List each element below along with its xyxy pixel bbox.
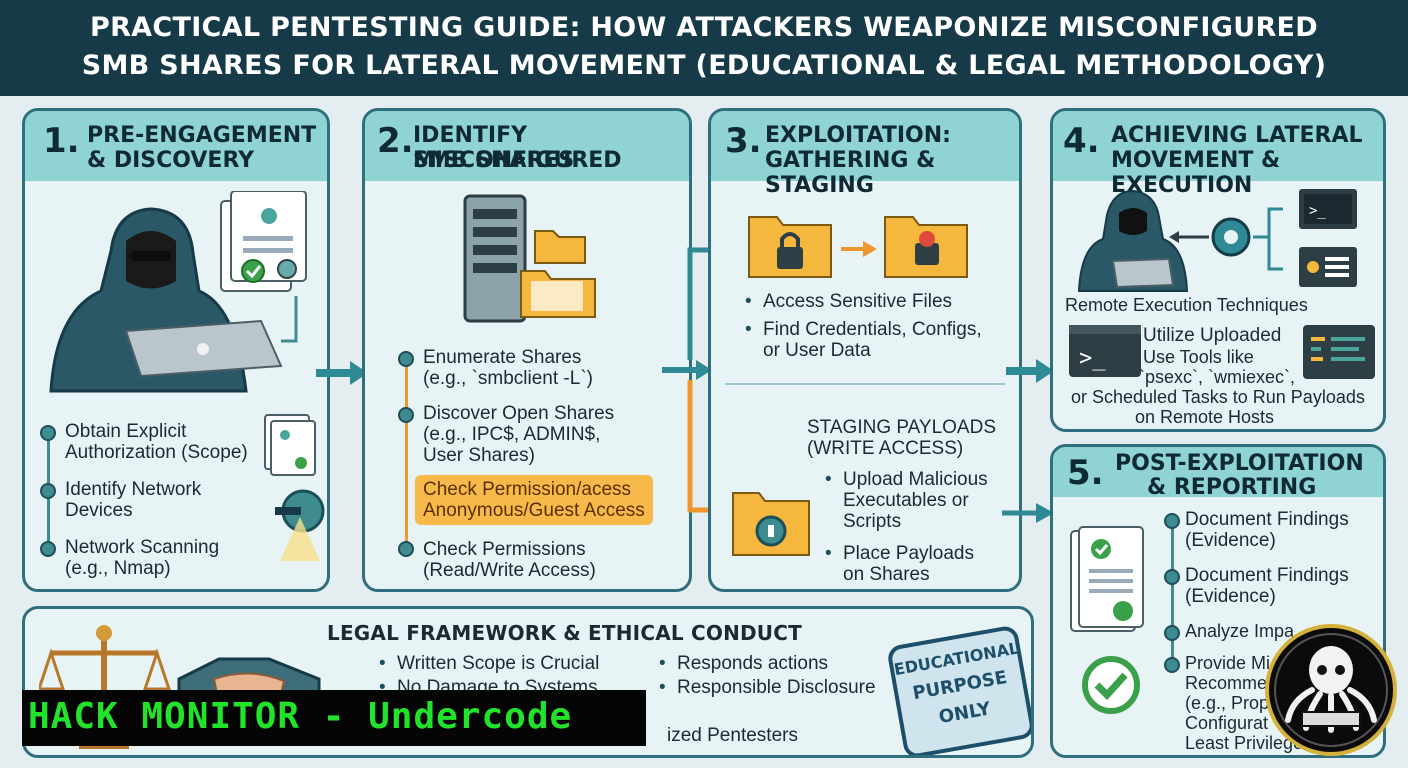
step-4-body-line-3: `psexc`, `wmiexec`, <box>1139 367 1296 387</box>
panel-1-header <box>25 111 327 181</box>
step-2-bullet-3 <box>398 541 414 557</box>
step-5-item-2: Document Findings (Evidence) <box>1185 565 1349 607</box>
step-1-bullet-3 <box>40 541 56 557</box>
step-1-item-1: Obtain Explicit Authorization (Scope) <box>65 421 248 463</box>
step-4-body-line-4: or Scheduled Tasks to Run Payloads <box>1071 387 1365 407</box>
step-1-title-line-2: & DISCOVERY <box>87 148 255 173</box>
step-3-divider <box>725 383 1005 385</box>
panel-exploitation: 3. EXPLOITATION: GATHERING & STAGING Acc… <box>708 108 1022 592</box>
step-4-caption: Remote Execution Techniques <box>1065 295 1308 315</box>
staging-item-1: Upload Malicious Executables or Scripts <box>825 469 988 532</box>
step-3-title-line-1: EXPLOITATION: <box>765 123 951 148</box>
terminal-icon: >_ <box>1069 325 1141 377</box>
permission-highlight-box: Check Permission/acess Anonymous/Guest A… <box>415 475 653 525</box>
step-number-4: 4. <box>1063 121 1100 161</box>
server-folder-icon <box>463 194 596 323</box>
arrow-step-1-to-2 <box>316 361 368 385</box>
panel-4-header <box>1053 111 1383 181</box>
title-line-2: SMB SHARES FOR LATERAL MOVEMENT (EDUCATI… <box>81 50 1327 81</box>
step-3-title-line-2: GATHERING & STAGING <box>765 148 936 198</box>
legal-item-4: Responsible Disclosure <box>659 677 876 698</box>
step-2-bullet-1 <box>398 351 414 367</box>
hack-monitor-banner: HACK MONITOR - Undercode <box>22 690 646 746</box>
legal-footer-fragment: ized Pentesters <box>667 725 798 746</box>
step-4-body-line-2: Use Tools like <box>1143 347 1254 367</box>
step-4-body-line-5: on Remote Hosts <box>1135 407 1275 427</box>
panel-2-header <box>365 111 689 181</box>
step-5-title-line-2: & REPORTING <box>1147 475 1317 500</box>
panel-5-header <box>1053 447 1383 497</box>
panel-lateral-movement: 4. ACHIEVING LATERAL MOVEMENT & EXECUTIO… <box>1050 108 1386 432</box>
header-banner: PRACTICAL PENTESTING GUIDE: HOW ATTACKER… <box>0 0 1408 96</box>
staging-title: STAGING PAYLOADS (WRITE ACCESS) <box>807 417 996 459</box>
legal-item-3: Responds actions <box>659 653 828 674</box>
step-number-3: 3. <box>725 121 762 161</box>
step-5-bullet-4 <box>1164 657 1180 673</box>
step-5-title-line-1: POST-EXPLOITATION <box>1115 451 1364 476</box>
step-4-body-line-1: Utilize Uploaded <box>1143 325 1282 346</box>
legal-title: LEGAL FRAMEWORK & ETHICAL CONDUCT <box>327 621 802 645</box>
step-1-bullet-2 <box>40 483 56 499</box>
step-3-item-1: Access Sensitive Files <box>745 291 952 312</box>
step-5-bullet-2 <box>1164 569 1180 585</box>
step-2-item-2: Discover Open Shares (e.g., IPC$, ADMIN$… <box>423 403 615 466</box>
step-2-item-3: Check Permissions (Read/Write Access) <box>423 539 596 581</box>
code-window-icon <box>1303 325 1375 379</box>
step-number-1: 1. <box>43 121 80 161</box>
step-2-title-line-1: IDENTIFY MISCONFIGURED <box>413 123 622 173</box>
step-5-bullet-3 <box>1164 625 1180 641</box>
document-check-icon <box>264 414 325 561</box>
octopus-logo-icon <box>1265 624 1397 756</box>
legal-item-1: Written Scope is Crucial <box>379 653 599 674</box>
staging-item-2: Place Payloads on Shares <box>825 543 974 585</box>
step-5-bullet-1 <box>1164 513 1180 529</box>
report-check-icon <box>1070 526 1144 714</box>
arrow-step-3-to-5 <box>1002 503 1054 523</box>
step-number-2: 2. <box>377 121 414 161</box>
arrow-step-3-to-4 <box>1006 359 1054 383</box>
step-3-item-2: Find Credentials, Configs, or User Data <box>745 319 982 361</box>
step-2-item-1: Enumerate Shares (e.g., `smbclient -L`) <box>423 347 593 389</box>
step-2-timeline <box>405 357 408 547</box>
step-5-timeline <box>1171 519 1174 669</box>
svg-text:>_: >_ <box>1079 346 1106 371</box>
panel-identify-smb: 2. IDENTIFY MISCONFIGURED SMB SHARES Enu… <box>362 108 692 592</box>
hacker-laptop-illustration <box>49 191 307 393</box>
step-4-title-line-1: ACHIEVING LATERAL <box>1111 123 1363 148</box>
step-5-item-3: Analyze Impa <box>1185 621 1295 641</box>
gear-folder-icon <box>732 492 810 556</box>
title-line-1: PRACTICAL PENTESTING GUIDE: HOW ATTACKER… <box>90 12 1318 43</box>
step-1-item-3: Network Scanning (e.g., Nmap) <box>65 537 220 579</box>
locked-folder-icons <box>748 216 968 278</box>
educational-stamp: EDUCATIONAL PURPOSE ONLY <box>886 624 1031 755</box>
remote-execution-illustration: >_ <box>1077 189 1357 292</box>
step-2-bullet-2 <box>398 407 414 423</box>
step-1-title-line-1: PRE-ENGAGEMENT <box>87 123 317 148</box>
panel-pre-engagement: 1. PRE-ENGAGEMENT & DISCOVERY Obtain Exp… <box>22 108 330 592</box>
panel-3-header <box>711 111 1019 181</box>
step-number-5: 5. <box>1067 453 1104 493</box>
svg-text:>_: >_ <box>1309 203 1326 219</box>
step-5-item-1: Document Findings (Evidence) <box>1185 509 1349 551</box>
step-1-item-2: Identify Network Devices <box>65 479 202 521</box>
hack-monitor-label: HACK MONITOR - Undercode <box>28 696 573 737</box>
step-2-title-line-2: SMB SHARES <box>413 148 575 173</box>
step-1-bullet-1 <box>40 425 56 441</box>
